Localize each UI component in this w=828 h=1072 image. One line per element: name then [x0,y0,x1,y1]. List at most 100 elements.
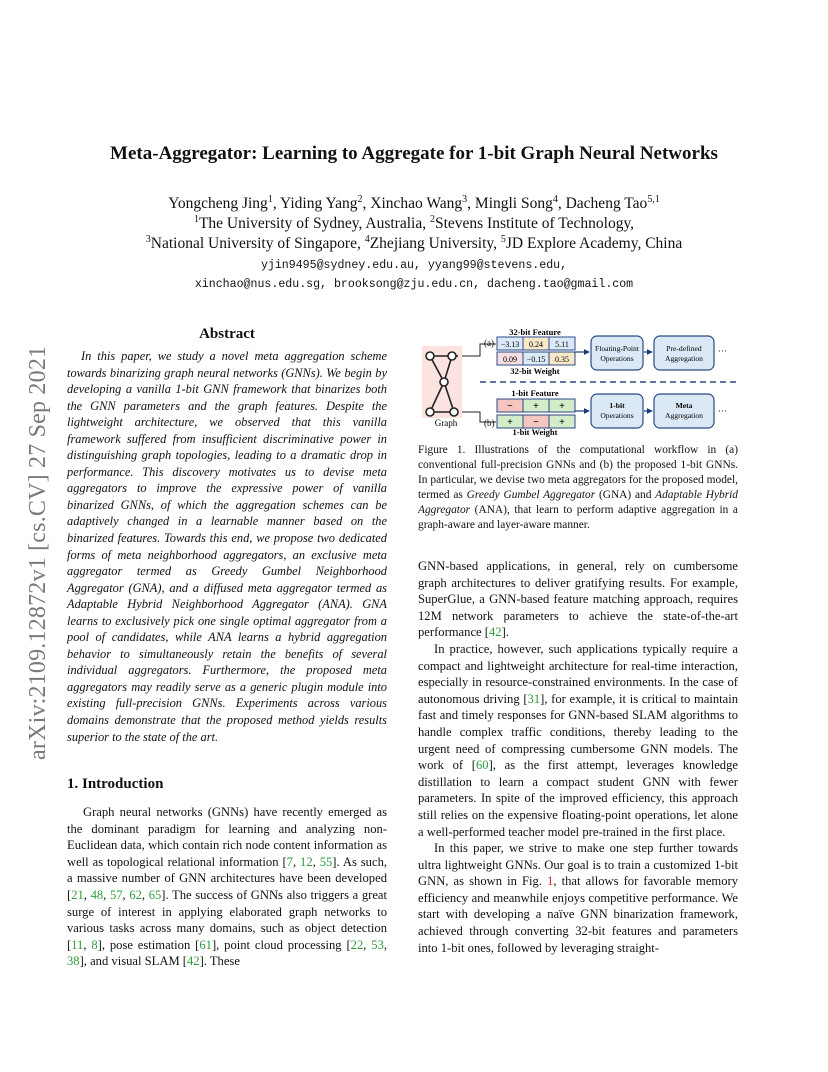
citation-link[interactable]: 12 [300,854,313,869]
intro-text: Graph neural networks (GNNs) have recent… [67,805,387,869]
feat32-value: −3.13 [501,340,520,349]
citation-link[interactable]: 55 [319,854,333,869]
affil-sup: 2 [429,213,435,225]
citation-link[interactable]: 11 [71,937,84,952]
weight32-value: −0.15 [527,355,546,364]
onebit-line2: Operations [600,411,633,420]
author-affil-sup: 5,1 [647,193,660,205]
citation-link[interactable]: 57 [109,887,123,902]
feat32-cell [548,336,576,351]
intro-text: , [383,937,388,952]
author-affil-sup: 1 [267,193,273,205]
author-affil-sup: 3 [462,193,468,205]
weight1-label: 1-bit Weight [513,427,558,437]
weight1-cell [548,414,576,429]
affil-sup: 4 [364,233,370,245]
predef-agg-box [653,335,715,371]
abstract-heading: Abstract [199,326,255,342]
right-paragraph-1: GNN-based applications, in general, rely… [418,558,738,641]
weight1-value: + [559,417,565,428]
author-name: Xinchao Wang [370,195,463,212]
affiliation-text: The University of Sydney, Australia, [198,215,430,232]
citation-link[interactable]: 21 [71,887,84,902]
citation-link[interactable]: 61 [199,937,212,952]
feat32-value: 0.24 [529,340,543,349]
intro-text: ]. These [199,954,240,969]
right-paragraph-3: In this paper, we strive to make one ste… [418,840,738,956]
predef-line2: Aggregation [665,354,703,363]
email-line-2: xinchao@nus.edu.sg, brooksong@zju.edu.cn… [194,278,634,291]
weight32-value: 0.35 [555,355,569,364]
graph-connectors [462,343,496,423]
citation-link[interactable]: 31 [527,691,541,706]
citation-link[interactable]: 8 [91,937,98,952]
intro-text: , [83,887,91,902]
weight32-cell [548,351,576,366]
feat1-value: − [507,401,513,412]
affil-sup: 3 [145,233,151,245]
predef-line1: Pre-defined [666,344,702,353]
abstract-body: In this paper, we study a novel meta agg… [67,348,387,745]
section-heading-introduction: 1. Introduction [67,776,164,792]
feat1-cell [548,398,576,413]
intro-text: , [363,937,372,952]
fp-ops-line1: Floating-Point [595,344,640,353]
citation-link[interactable]: 42 [488,625,502,640]
affiliation-text: National University of Singapore, [150,235,365,252]
label-a: (a) [484,338,494,348]
onebit-line1: 1-bit [609,401,625,410]
citation-link[interactable]: 22 [350,937,364,952]
intro-text: , [103,887,110,902]
meta-line2: Aggregation [665,411,703,420]
citation-link[interactable]: 42 [186,954,200,969]
figure-reference-link[interactable]: 1 [547,874,554,889]
intro-paragraph-1: Graph neural networks (GNNs) have recent… [67,804,387,970]
email-line-1: yjin9495@sydney.edu.au, yyang99@stevens.… [260,259,568,272]
para-text: In this paper, we strive to make one ste… [418,841,738,889]
caption-text: (ANA), that learn to perform adaptive ag… [418,504,738,531]
para-text: ]. [501,625,509,640]
intro-text: , [83,937,92,952]
feat1-cells: −++ [496,398,576,413]
weight1-value: − [533,417,539,428]
author-list: Yongcheng Jing1, Yiding Yang2, Xinchao W… [168,193,660,212]
citation-link[interactable]: 60 [475,758,489,773]
graph-label: Graph [435,418,458,428]
paper-title: Meta-Aggregator: Learning to Aggregate f… [110,143,718,164]
affil-sup: 5 [500,233,506,245]
right-column-body: GNN-based applications, in general, rely… [418,558,738,956]
affiliation-text: Zhejiang University, [369,235,501,252]
caption-italic: Adaptable Hybrid Aggregator [418,489,738,516]
author-name: Mingli Song [474,195,553,212]
email-block: yjin9495@sydney.edu.au, yyang99@stevens.… [60,256,768,294]
intro-text: , [141,887,149,902]
feat1-label: 1-bit Feature [511,388,559,398]
citation-link[interactable]: 65 [148,887,162,902]
author-name: Yongcheng Jing [168,195,268,212]
weight1-cells: +−+ [496,414,576,429]
feat32-label: 32-bit Feature [509,327,561,337]
intro-text: , [122,887,130,902]
caption-text: (GNA) and [595,489,656,501]
weight32-label: 32-bit Weight [510,366,559,376]
feat1-value: + [533,401,539,412]
author-name: Yiding Yang [280,195,358,212]
citation-link[interactable]: 62 [129,887,142,902]
figure-1-caption: Figure 1. Illustrations of the computati… [418,443,738,533]
right-paragraph-2: In practice, however, such applications … [418,641,738,840]
ellipsis-b: ··· [718,406,727,416]
fp-ops-box [590,335,644,371]
citation-link[interactable]: 53 [371,937,384,952]
citation-link[interactable]: 48 [90,887,104,902]
graph-icon [425,351,459,417]
citation-link[interactable]: 7 [286,854,293,869]
affiliation-text: Stevens Institute of Technology, [434,215,635,232]
abstract-text: In this paper, we study a novel meta agg… [67,349,387,744]
intro-text: ], point cloud processing [ [211,937,351,952]
meta-line1: Meta [676,401,693,410]
para-text: GNN-based applications, in general, rely… [418,559,738,640]
weight32-value: 0.09 [503,355,517,364]
citation-link[interactable]: 38 [67,954,80,969]
